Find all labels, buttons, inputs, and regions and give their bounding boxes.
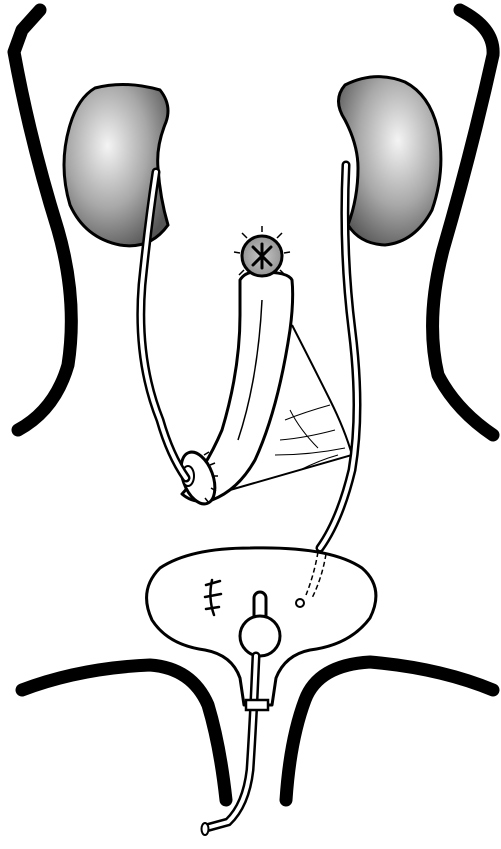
- anatomy-diagram: [0, 0, 501, 849]
- diagram-canvas: [0, 0, 501, 849]
